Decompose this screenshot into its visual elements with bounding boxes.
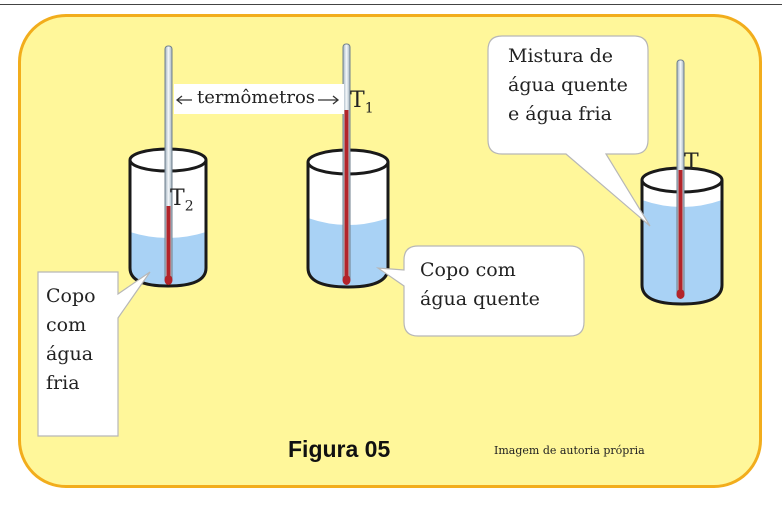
- arrow-left: [175, 95, 192, 105]
- label-t: T: [684, 150, 699, 175]
- image-credit: Imagem de autoria própria: [494, 444, 645, 457]
- figure-title: Figura 05: [288, 436, 391, 462]
- callout-mix-shape: [487, 35, 651, 227]
- thermometer-t1: [342, 43, 351, 285]
- label-t2: T2: [170, 186, 194, 215]
- mercury-t1: [344, 110, 349, 278]
- mercury-t: [678, 170, 683, 294]
- thermometer-t: [676, 59, 685, 299]
- callout-cold-shape: [37, 271, 151, 437]
- callout-hot-text: Copo com água quente: [420, 259, 540, 310]
- label-box-termometros: [174, 84, 344, 114]
- callout-cold-text: Copo com água fria: [46, 285, 96, 394]
- thermometer-t2: [164, 45, 173, 285]
- top-rule: [0, 4, 782, 5]
- label-termometros: termômetros: [197, 87, 316, 108]
- mercury-t2: [166, 206, 171, 278]
- label-t1: T1: [350, 88, 374, 117]
- callout-mix-text: Mistura de água quente e água fria: [508, 45, 628, 125]
- arrow-right: [318, 95, 340, 105]
- callout-hot-shape: [375, 245, 585, 337]
